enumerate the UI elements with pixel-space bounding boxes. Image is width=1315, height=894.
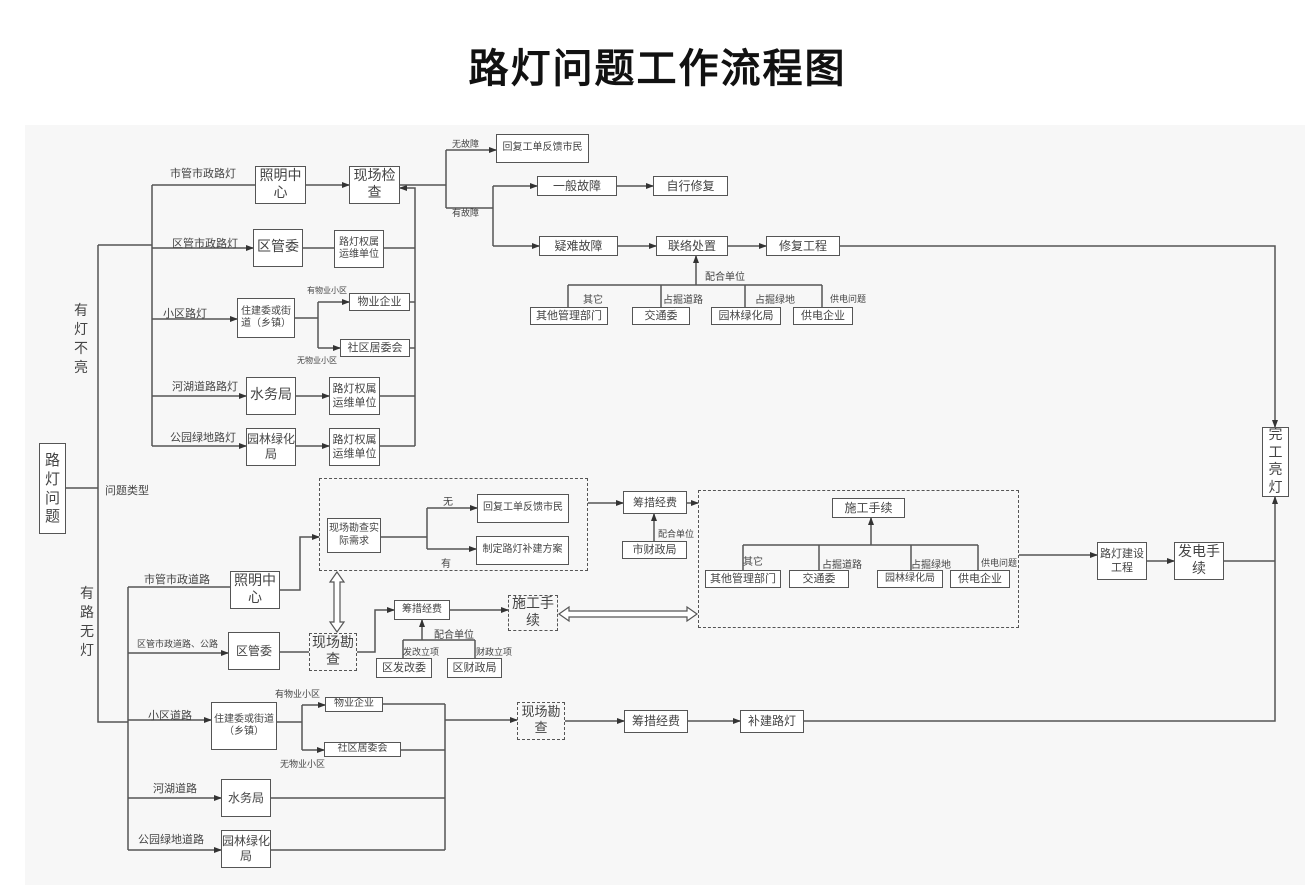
node-shuiwu1: 水务局 — [246, 377, 296, 415]
node-shicaizheng: 市财政局 — [622, 541, 687, 559]
arrow-connector — [804, 496, 1278, 722]
label-qita_l1: 其它 — [583, 295, 603, 306]
label-xiaoquludeng: 小区路灯 — [163, 307, 207, 320]
node-zhujian2: 住建委或街道（乡镇） — [211, 702, 277, 750]
node-chouji2: 筹措经费 — [623, 491, 687, 514]
node-caizheng: 区财政局 — [447, 658, 502, 678]
label-zhanjuelvdi1: 占掘绿地 — [755, 295, 795, 306]
node-shequ2: 社区居委会 — [324, 742, 401, 757]
node-yuanlin4: 园林绿化局 — [221, 830, 271, 868]
node-xiufu: 修复工程 — [766, 236, 840, 256]
page-title: 路灯问题工作流程图 — [468, 45, 847, 92]
label-zhanjuedaolu1: 占掘道路 — [663, 295, 703, 306]
label-peihe1: 配合单位 — [705, 272, 745, 283]
node-jiaotong2: 交通委 — [789, 570, 849, 588]
node-quguan2: 区管委 — [228, 632, 280, 670]
node-yiban: 一般故障 — [537, 176, 617, 196]
label-fagailixiang: 发改立项 — [403, 648, 440, 658]
node-huifu2: 回复工单反馈市民 — [477, 494, 569, 523]
node-luq1: 路灯权属运维单位 — [334, 230, 384, 268]
label-you: 有 — [441, 559, 451, 570]
node-quguan1: 区管委 — [253, 229, 303, 267]
dashed-group-survey — [319, 478, 588, 571]
label-hehuludeng: 河湖道路路灯 — [172, 380, 238, 393]
node-luq3: 路灯权属运维单位 — [329, 428, 380, 466]
label-gongdianwenti1: 供电问题 — [830, 295, 867, 305]
label-youluwudeng: 有路无灯 — [80, 586, 94, 659]
node-wangong: 完工亮灯 — [1262, 427, 1289, 497]
node-lianluo: 联络处置 — [656, 236, 728, 256]
node-shuiwu2: 水务局 — [221, 779, 271, 817]
node-zixing: 自行修复 — [653, 176, 728, 196]
node-fagai: 区发改委 — [376, 658, 432, 678]
node-fadian: 发电手续 — [1174, 542, 1224, 580]
label-peihe2: 配合单位 — [434, 630, 474, 641]
node-shigong2: 施工手续 — [832, 498, 905, 518]
node-xianchang3: 现场勘查 — [517, 702, 565, 740]
connector-line — [97, 245, 128, 723]
label-xiaoqudaolu: 小区道路 — [148, 709, 192, 722]
node-xianchangxq: 现场勘查实际需求 — [327, 518, 381, 553]
double-arrow-vertical — [328, 570, 346, 634]
node-xianchang1: 现场检查 — [349, 166, 400, 204]
label-gongyuanludeng: 公园绿地路灯 — [170, 431, 236, 444]
node-jiaotong1: 交通委 — [632, 307, 690, 325]
label-zhanjuedaolu2: 占掘道路 — [822, 560, 862, 571]
label-shiguanludeng: 市管市政路灯 — [170, 167, 236, 180]
label-wuguzhang: 无故障 — [452, 140, 480, 150]
node-chouji1: 筹措经费 — [394, 600, 450, 620]
double-arrow-horizontal — [557, 605, 699, 623]
label-youwuye1: 有物业小区 — [307, 286, 347, 295]
label-wu: 无 — [443, 497, 453, 508]
node-qita1: 其他管理部门 — [530, 307, 608, 325]
node-root: 路灯问题 — [39, 443, 66, 534]
node-luq2: 路灯权属运维单位 — [329, 377, 380, 415]
label-gongyuandaolu: 公园绿地道路 — [138, 833, 204, 846]
label-youguzhang: 有故障 — [452, 209, 480, 219]
label-wuwuye2: 无物业小区 — [280, 760, 326, 770]
arrow-connector — [280, 534, 320, 591]
label-shiguandaolu: 市管市政道路 — [144, 573, 210, 586]
node-wuye1: 物业企业 — [349, 293, 410, 311]
node-shequ1: 社区居委会 — [340, 339, 410, 357]
node-chouji3: 筹措经费 — [624, 710, 688, 733]
arrow-connector — [399, 185, 416, 446]
label-caizhenglixiang: 财政立项 — [476, 648, 513, 658]
node-yuanlin2: 园林绿化局 — [711, 307, 781, 325]
label-gongdianwenti2: 供电问题 — [981, 559, 1018, 569]
label-wentileixing: 问题类型 — [105, 484, 149, 497]
node-gongdian1: 供电企业 — [793, 307, 853, 325]
node-gongdian2: 供电企业 — [950, 570, 1010, 588]
node-zhaoming1: 照明中心 — [255, 166, 306, 204]
label-peihe3: 配合单位 — [658, 530, 695, 540]
label-quguandaolu: 区管市政道路、公路 — [137, 640, 219, 650]
node-yuanlin1: 园林绿化局 — [246, 428, 296, 466]
label-youdengbuliang: 有灯不亮 — [74, 303, 88, 376]
node-bujian: 补建路灯 — [740, 710, 804, 733]
node-zhujian1: 住建委或街道（乡镇） — [237, 298, 295, 338]
arrow-connector — [357, 607, 395, 653]
dashed-group-procedures — [698, 490, 1019, 628]
label-wuwuye1: 无物业小区 — [297, 356, 337, 365]
node-shigong1: 施工手续 — [508, 595, 558, 631]
node-qita2: 其他管理部门 — [705, 570, 781, 588]
node-huifu1: 回复工单反馈市民 — [496, 134, 589, 163]
node-luxjs: 路灯建设工程 — [1097, 542, 1147, 580]
node-yinan: 疑难故障 — [539, 236, 618, 256]
node-xianchang2: 现场勘查 — [309, 633, 357, 671]
label-youwuye2: 有物业小区 — [275, 690, 321, 700]
node-wuye2: 物业企业 — [325, 697, 383, 712]
label-quguanludeng: 区管市政路灯 — [172, 237, 238, 250]
label-hehudaolu: 河湖道路 — [153, 782, 197, 795]
label-zhanjuelvdi2: 占掘绿地 — [911, 560, 951, 571]
arrow-connector — [840, 245, 1278, 428]
label-qita_l2: 其它 — [743, 557, 763, 568]
node-zhiding: 制定路灯补建方案 — [476, 536, 569, 565]
node-yuanlin3: 园林绿化局 — [877, 570, 943, 588]
node-zhaoming2: 照明中心 — [230, 571, 280, 609]
